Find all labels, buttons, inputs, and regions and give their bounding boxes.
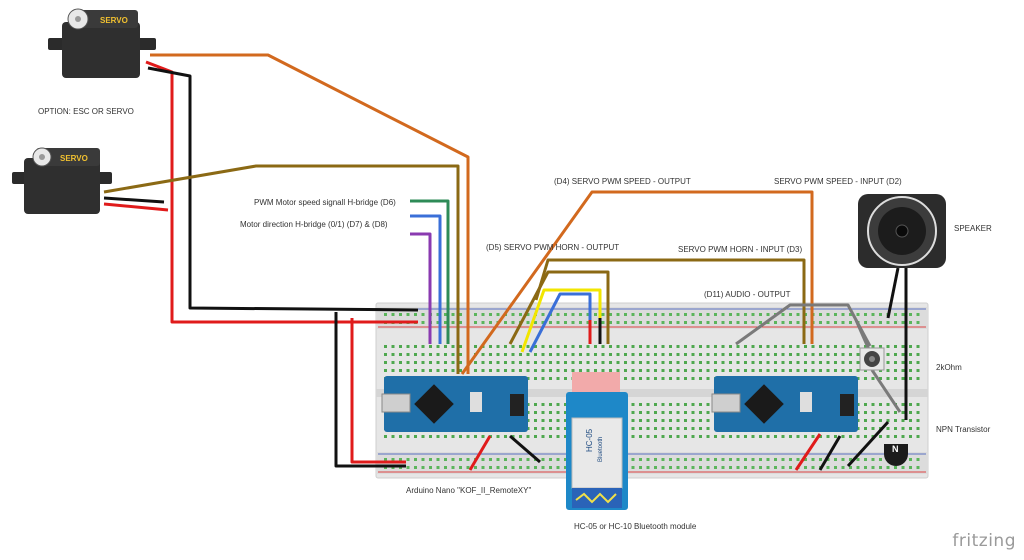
- speaker-label: SPEAKER: [954, 224, 992, 233]
- wire-black-a2: [818, 435, 842, 471]
- servo-horn-input-label: SERVO PWM HORN - INPUT (D3): [678, 245, 803, 254]
- arduino-label: Arduino Nano "KOF_II_RemoteXY": [406, 486, 532, 495]
- wire-servo2-signal: [103, 164, 460, 374]
- transistor-label: NPN Transistor: [936, 425, 991, 434]
- servo-speed-input-label: SERVO PWM SPEED - INPUT (D2): [774, 177, 902, 186]
- wire-servo1-power: [145, 60, 418, 324]
- wire-horn-in: [534, 258, 806, 344]
- wire-servo1-signal: [150, 53, 470, 374]
- bt-chip-label: HC-05: [585, 428, 594, 452]
- servo-top-label: SERVO: [100, 16, 128, 25]
- wire-servo1-ground: [147, 66, 419, 312]
- hc05-bluetooth-module: HC-05 Bluetooth: [566, 372, 628, 510]
- wire-blue-bt: [528, 292, 592, 353]
- resistor-2kohm: [859, 347, 885, 371]
- arduino-nano-1: [381, 376, 528, 432]
- servo-bottom: SERVO: [12, 147, 112, 214]
- wire-d5-out: [508, 270, 610, 345]
- wire-dir-1: [410, 214, 442, 344]
- servo-bottom-label: SERVO: [60, 154, 88, 163]
- wire-gray-2: [854, 319, 872, 353]
- d11-audio-label: (D11) AUDIO - OUTPUT: [704, 290, 791, 299]
- wire-black-a1: [509, 434, 541, 464]
- transistor-mark: N: [892, 444, 899, 454]
- wire-servo2-ground: [103, 196, 165, 204]
- servo-top: SERVO: [48, 8, 156, 78]
- arduino-nano-2: [711, 376, 858, 432]
- wire-pwm-motor: [410, 199, 450, 344]
- wire-gnd-bb: [334, 312, 406, 468]
- wire-servo2-power: [103, 202, 169, 212]
- fritzing-logo: fritzing: [952, 531, 1016, 551]
- wire-red-a1: [468, 435, 492, 471]
- speaker: [858, 194, 946, 268]
- d4-output-label: (D4) SERVO PWM SPEED - OUTPUT: [554, 177, 691, 186]
- d5-output-label: (D5) SERVO PWM HORN - OUTPUT: [486, 243, 620, 252]
- bt-sub-label: Bluetooth: [598, 437, 604, 462]
- wire-speaker-1: [886, 267, 900, 319]
- wire-black-a3: [846, 420, 890, 468]
- resistor-label: 2kOhm: [936, 363, 962, 372]
- wires: [103, 53, 908, 471]
- wire-res-trans: [870, 369, 902, 413]
- wire-dir-2: [410, 232, 432, 344]
- wire-red-a2: [794, 433, 822, 471]
- npn-transistor: N: [884, 444, 908, 466]
- motor-direction-label: Motor direction H-bridge (0/1) (D7) & (D…: [240, 220, 388, 229]
- wire-d4-out: [460, 190, 814, 375]
- option-label: OPTION: ESC OR SERVO: [38, 107, 134, 116]
- wire-yellow: [520, 288, 602, 353]
- wire-pwr-bb: [350, 318, 406, 464]
- bluetooth-label: HC-05 or HC-10 Bluetooth module: [574, 522, 697, 531]
- pwm-motor-label: PWM Motor speed signall H-bridge (D6): [254, 198, 396, 207]
